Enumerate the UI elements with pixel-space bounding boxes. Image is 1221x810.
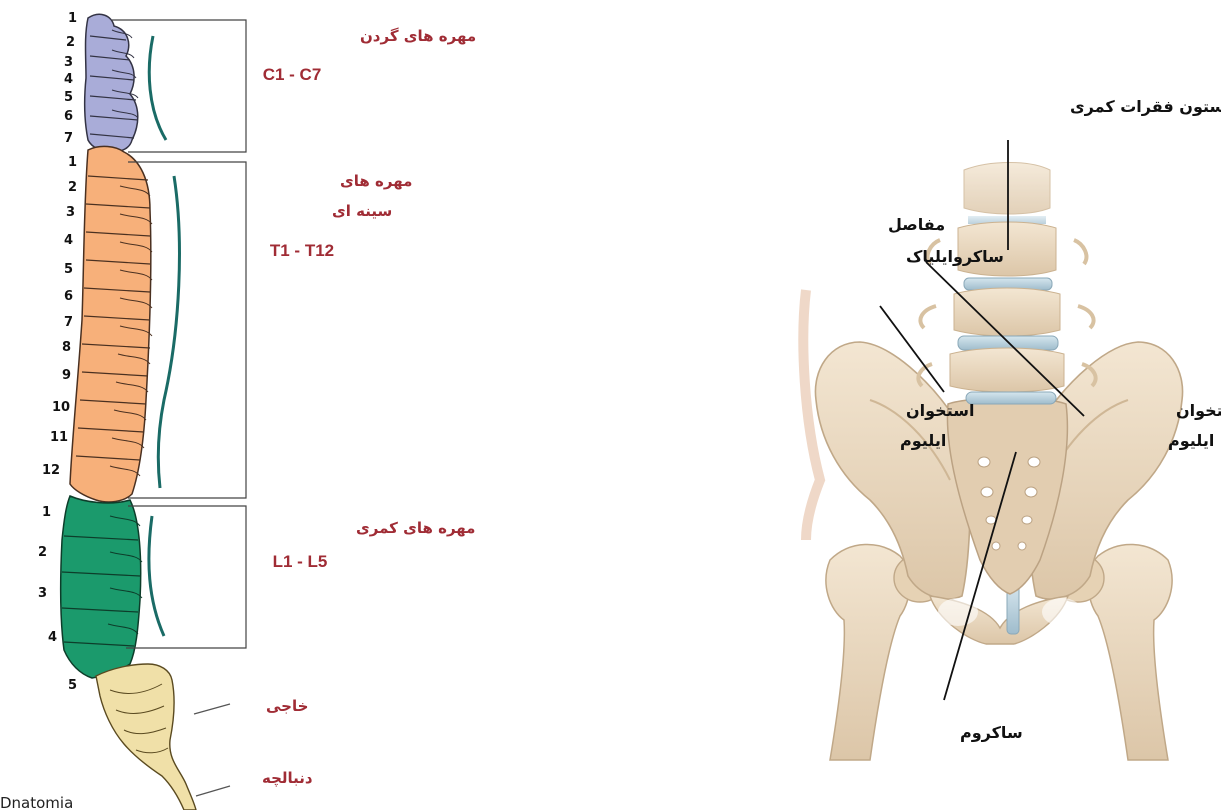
vertebra-number: 2: [66, 35, 75, 50]
vertebra-number: 7: [64, 315, 73, 330]
sacrum-label-pelvis: ساکروم: [960, 723, 1023, 742]
vertebra-number: 12: [42, 463, 60, 478]
vertebra-number: 3: [66, 205, 75, 220]
vertebra-number: 1: [68, 155, 77, 170]
pelvis-diagram: ستون فقرات کمری مفاصل ساکروایلیاک استخوا…: [803, 97, 1221, 760]
cervical-label: مهره های گردن: [360, 27, 476, 45]
si-joint-label-line1: مفاصل: [888, 215, 945, 234]
cervical-vertebrae: [85, 14, 138, 152]
vertebra-number: 5: [64, 262, 73, 277]
vertebra-number: 8: [62, 340, 71, 355]
thoracic-label-line2: سینه ای: [332, 202, 392, 220]
lumbar-label: مهره های کمری: [356, 519, 475, 537]
vertebra-number: 10: [52, 400, 70, 415]
spinal-column-diagram: 1 2 3 4 5 6 7 1 2 3 4 5 6 7 8 9 10 11 12…: [0, 11, 476, 810]
vertebra-number: 1: [68, 11, 77, 26]
cervical-code: C1 - C7: [263, 65, 322, 84]
ilium-right-label-line1: استخوان: [1176, 401, 1221, 420]
vertebra-number: 9: [62, 368, 71, 383]
vertebra-number: 4: [64, 233, 73, 248]
thoracic-code: T1 - T12: [270, 241, 334, 260]
vertebra-number: 7: [64, 131, 73, 146]
lumbar-column-label: ستون فقرات کمری: [1070, 97, 1221, 116]
thoracic-numbers: 1 2 3 4 5 6 7 8 9 10 11 12: [42, 155, 77, 478]
lumbar-code: L1 - L5: [273, 552, 328, 571]
vertebra-number: 3: [38, 586, 47, 601]
cervical-numbers: 1 2 3 4 5 6 7: [64, 11, 77, 146]
si-joint-label-line2: ساکروایلیاک: [906, 247, 1004, 266]
vertebra-number: 6: [64, 289, 73, 304]
leader-lines-spine: [194, 704, 230, 796]
vertebra-number: 4: [64, 72, 73, 87]
vertebra-number: 11: [50, 430, 68, 445]
sacrum-label: خاجی: [266, 697, 308, 715]
thoracic-label-line1: مهره های: [340, 172, 412, 190]
ilium-left-label-line1: استخوان: [906, 401, 974, 420]
vertebra-number: 2: [38, 545, 47, 560]
ilium-right-label-line2: ایلیوم: [1168, 431, 1214, 450]
lumbar-vertebrae: [61, 496, 142, 678]
vertebra-number: 1: [42, 505, 51, 520]
lumbar-bracket: [126, 506, 246, 648]
spinal-curve-lines: [149, 36, 180, 636]
vertebra-number: 6: [64, 109, 73, 124]
vertebra-number: 4: [48, 630, 57, 645]
vertebra-number: 5: [64, 90, 73, 105]
thoracic-vertebrae: [70, 146, 152, 502]
sacrum-coccyx: [96, 664, 196, 810]
lumbar-column: [918, 163, 1095, 405]
bottom-caption: Dnatomia: [0, 794, 73, 810]
coccyx-label: دنبالچه: [262, 769, 313, 788]
vertebra-number: 5: [68, 678, 77, 693]
vertebra-number: 2: [68, 180, 77, 195]
vertebra-number: 3: [64, 55, 73, 70]
ilium-left-label-line2: ایلیوم: [900, 431, 946, 450]
